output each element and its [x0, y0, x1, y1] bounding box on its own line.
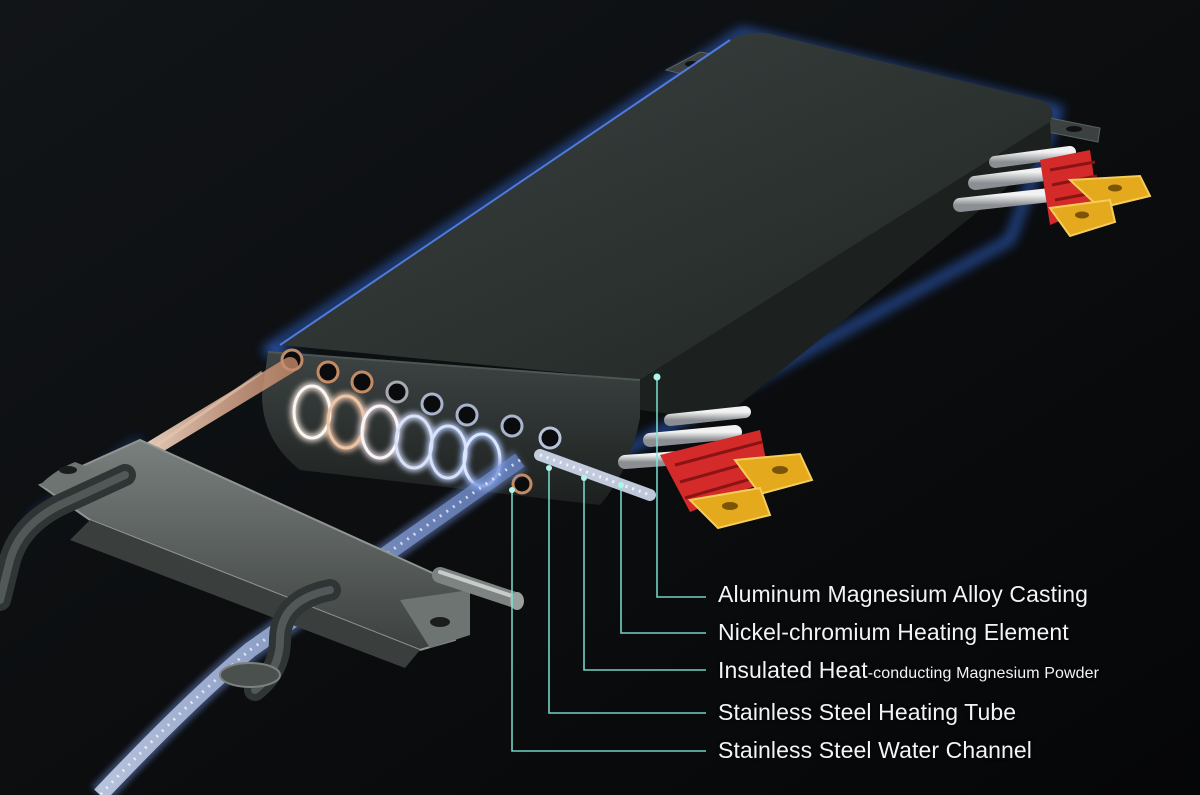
- insulated-rod: [142, 357, 298, 458]
- leader-dot-powder: [581, 475, 587, 481]
- label-magnesium-powder: Insulated Heat-conducting Magnesium Powd…: [718, 657, 1100, 683]
- front-terminals: [618, 406, 814, 530]
- leader-line-coil: [620, 485, 706, 634]
- mounting-bracket: [37, 438, 472, 668]
- water-channel-tube: [91, 450, 527, 795]
- label-aluminum-casting: Aluminum Magnesium Alloy Casting: [718, 581, 1089, 607]
- leader-dot-water-channel: [509, 487, 515, 493]
- leader-dot-heating-tube: [546, 465, 552, 471]
- leader-line-casting: [656, 377, 706, 598]
- tube-openings: [280, 348, 562, 495]
- leader-line-water-channel: [511, 490, 706, 752]
- rear-terminals: [953, 146, 1152, 238]
- outlet-pipe: [432, 567, 524, 610]
- leader-dot-casting: [653, 373, 661, 381]
- leader-lines: [511, 377, 706, 752]
- leader-line-powder: [583, 478, 706, 671]
- leader-line-heating-tube: [548, 468, 706, 714]
- leader-dot-coil: [618, 482, 624, 488]
- heating-tube-stub: [534, 449, 656, 501]
- inlet-pipe: [0, 464, 341, 701]
- label-heating-tube: Stainless Steel Heating Tube: [718, 699, 1017, 725]
- label-water-channel: Stainless Steel Water Channel: [718, 737, 1032, 763]
- label-nickel-chromium-element: Nickel-chromium Heating Element: [718, 619, 1069, 645]
- leader-dots: [509, 373, 661, 493]
